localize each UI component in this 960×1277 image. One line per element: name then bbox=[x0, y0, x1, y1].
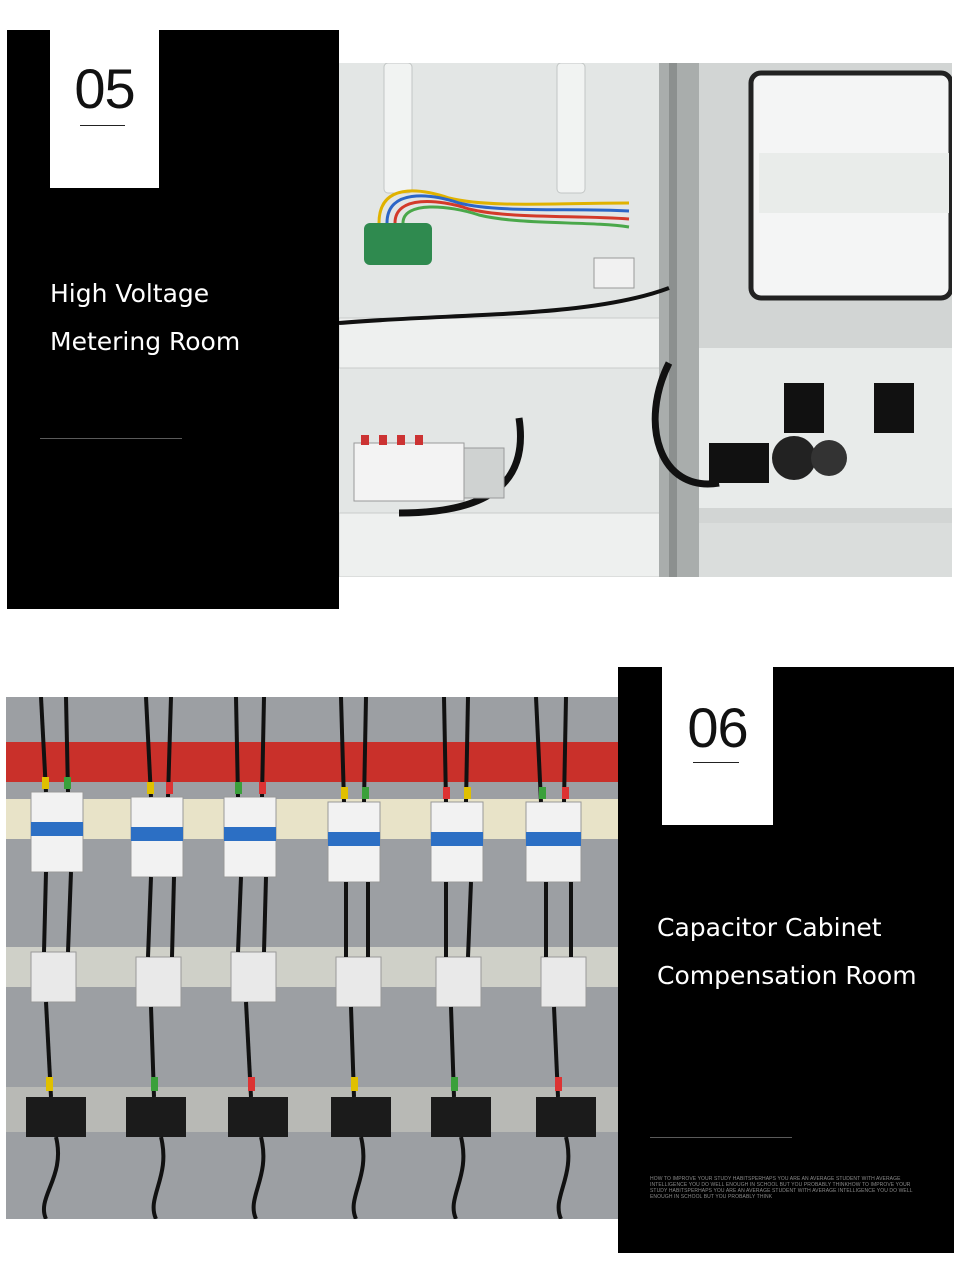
section-06-title-line2: Compensation Room bbox=[657, 961, 917, 990]
section-05-number-box: 05 bbox=[50, 30, 159, 188]
section-06-number-box: 06 bbox=[662, 667, 773, 825]
capacitor-cabinet-photo bbox=[6, 697, 619, 1219]
section-05-divider bbox=[40, 438, 182, 439]
section-06-title-line1: Capacitor Cabinet bbox=[657, 913, 882, 942]
electrical-cabinet-photo-icon bbox=[339, 63, 952, 577]
section-06-number-underline bbox=[693, 762, 739, 763]
metering-room-photo bbox=[339, 63, 952, 577]
circuit-breaker-rows-photo-icon bbox=[6, 697, 619, 1219]
section-06-number: 06 bbox=[687, 696, 748, 759]
section-05-number: 05 bbox=[74, 57, 135, 120]
section-05-title-line2: Metering Room bbox=[50, 327, 241, 356]
section-05-title-line1: High Voltage bbox=[50, 279, 210, 308]
section-06-fine-print: HOW TO IMPROVE YOUR STUDY HABITSPERHAPS … bbox=[650, 1176, 913, 1200]
section-06-divider bbox=[650, 1137, 792, 1138]
section-05-number-underline bbox=[80, 125, 125, 126]
